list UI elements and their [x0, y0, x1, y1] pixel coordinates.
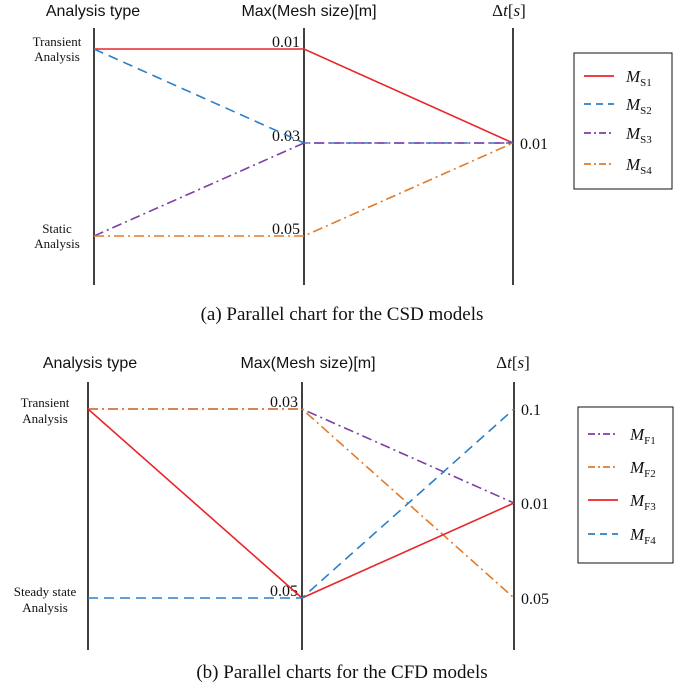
series-line-s3 [93, 142, 513, 237]
legend-entry: MS2 [625, 95, 652, 117]
legend-box [573, 52, 673, 190]
series-line-f3 [87, 408, 515, 599]
tick-label: 0.03 [270, 394, 298, 411]
legend-entry: MF4 [629, 525, 656, 547]
axis-header: Δt[s] [492, 1, 526, 20]
tick-label: 0.05 [272, 221, 300, 238]
tick-label: 0.1 [521, 402, 541, 419]
series-line-s1 [94, 48, 514, 144]
series-line-f4 [88, 408, 515, 599]
legend-box [577, 406, 674, 564]
tick-label: 0.03 [272, 128, 300, 145]
legend-entry: MF3 [629, 491, 656, 513]
panel-cfd: Analysis type Max(Mesh size)[m] Δt[s] Trans… [14, 353, 674, 683]
legend-entry: MF2 [629, 458, 656, 480]
tick-label: 0.01 [272, 34, 300, 51]
series-line-f1 [88, 408, 515, 504]
panel-csd: Analysis type Max(Mesh size)[m] Δt[s] Trans… [33, 1, 673, 325]
tick-label: 0.05 [521, 591, 549, 608]
series-line-s4 [94, 142, 514, 237]
axis-header: Max(Mesh size)[m] [240, 355, 375, 372]
tick-label: 0.01 [521, 496, 549, 513]
tick-label: 0.01 [520, 136, 548, 153]
axis-header: Δt[s] [496, 353, 530, 372]
axis-header: Analysis type [43, 355, 137, 372]
figure-caption: (b) Parallel charts for the CFD models [196, 662, 487, 683]
legend-entry: MS4 [625, 155, 652, 177]
axis-header: Analysis type [46, 3, 140, 20]
legend-entry: MF1 [629, 425, 656, 447]
legend-entry: MS3 [625, 124, 652, 146]
legend-entry: MS1 [625, 67, 652, 89]
figure-caption: (a) Parallel chart for the CSD models [201, 304, 484, 325]
axis-header: Max(Mesh size)[m] [241, 3, 376, 20]
series-line-f2 [88, 408, 515, 599]
